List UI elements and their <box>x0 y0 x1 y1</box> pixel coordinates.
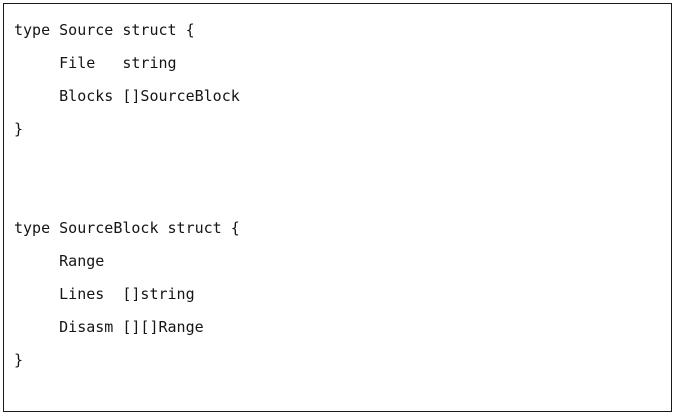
code-line: type Source struct { <box>14 21 195 39</box>
code-line: File string <box>14 54 177 72</box>
code-line <box>14 377 671 410</box>
code-line: } <box>14 351 24 369</box>
code-line <box>14 179 671 212</box>
code-line: } <box>14 120 24 138</box>
code-line <box>14 410 671 411</box>
code-line: Range <box>14 252 105 270</box>
code-content: type Source struct { File string Blocks … <box>14 14 671 411</box>
code-line: Disasm [][]Range <box>14 318 204 336</box>
code-line <box>14 146 671 179</box>
code-line: Blocks []SourceBlock <box>14 87 240 105</box>
code-block-container: type Source struct { File string Blocks … <box>3 3 672 412</box>
code-listing[interactable]: type Source struct { File string Blocks … <box>4 4 671 411</box>
code-line: type SourceBlock struct { <box>14 219 240 237</box>
code-line: Lines []string <box>14 285 195 303</box>
